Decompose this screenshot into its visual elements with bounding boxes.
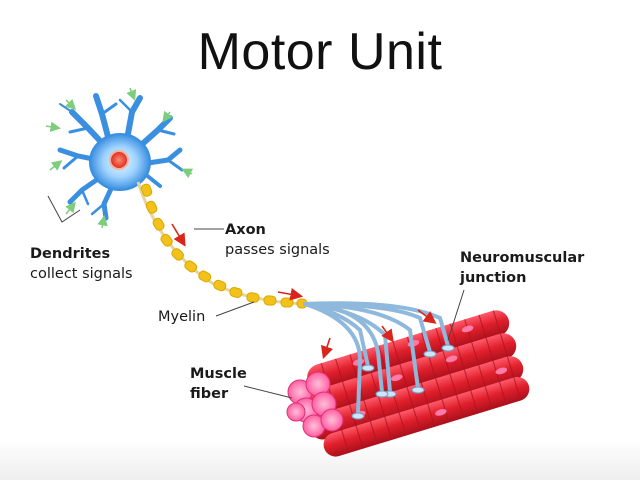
dendrites-title: Dendrites — [30, 246, 111, 262]
nucleus — [109, 150, 129, 170]
muscle-fiber-cut-end — [286, 371, 344, 438]
slide-title: Motor Unit — [197, 23, 443, 81]
synaptic-endings — [351, 344, 455, 420]
dendrites-desc: collect signals — [30, 266, 133, 282]
floor-shadow — [0, 440, 640, 480]
nmj-line1: Neuromuscular — [460, 250, 585, 266]
myelin-label: Myelin — [158, 309, 206, 325]
muscle-line2: fiber — [190, 386, 229, 402]
dendrites-label: Dendrites collect signals — [30, 244, 133, 284]
myelin-sheath — [140, 183, 308, 309]
muscle-line1: Muscle — [190, 366, 247, 382]
axon-terminals — [303, 301, 450, 416]
neuromuscular-junction-label: Neuromuscular junction — [460, 248, 584, 288]
muscle-fiber-label: Muscle fiber — [190, 364, 247, 404]
input-signal-arrows — [45, 87, 194, 229]
nmj-line2: junction — [460, 270, 527, 286]
leader-lines — [47, 195, 465, 399]
axon-label: Axon passes signals — [225, 220, 330, 260]
signal-arrows — [171, 223, 437, 360]
axon-title: Axon — [225, 222, 266, 238]
axon-desc: passes signals — [225, 242, 330, 258]
